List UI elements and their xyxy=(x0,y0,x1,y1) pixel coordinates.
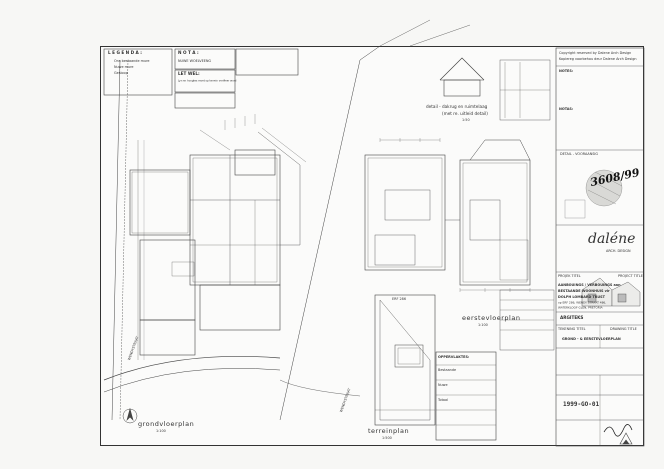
site-plan-scale: 1:500 xyxy=(382,436,392,440)
project-line: op ERF 286, WENDY STRAAT 486, xyxy=(558,301,607,305)
architects-label: ARGITEKS xyxy=(560,315,584,320)
copyright-line: Kopiereg voorbehou deur Dalene Arch Desi… xyxy=(559,57,637,61)
notes-title: N O T A : xyxy=(178,50,199,55)
project-line: DOLPH LOMBARD TRUST xyxy=(558,295,605,299)
detail-scale: 1:50 xyxy=(462,118,470,122)
legend-line: Ons bestaande mure xyxy=(114,59,150,63)
ground-plan-label: grondvloerplan xyxy=(138,420,195,428)
lift-note: Lyn en hoogtes moet op terrein verifieer… xyxy=(178,79,237,83)
legend-line: Nuwe mure xyxy=(114,65,134,69)
drawing-title: GROND - & EERSTEVLOERPLAN xyxy=(562,337,621,341)
areas-row: Nuwe xyxy=(438,383,448,387)
areas-row: Bestaande xyxy=(438,368,457,372)
project-line: AANBOUINGS / VERBOUINGS aan xyxy=(558,283,621,287)
drawing-title-left: TEKENING TITEL xyxy=(558,327,586,331)
ground-plan-scale: 1:100 xyxy=(156,429,166,433)
areas-row: Totaal xyxy=(438,398,448,402)
stamp-caption: DETAIL - VOORAANSIG xyxy=(560,152,599,156)
drawing-title-right: DRAWING TITLE xyxy=(610,327,637,331)
first-floor-scale: 1:100 xyxy=(478,323,488,327)
logo-brand: daléne xyxy=(588,231,636,247)
detail-subtitle: (met re. uitleid detail) xyxy=(442,111,488,116)
signature-mark xyxy=(603,424,633,437)
lift-title: LET WEL: xyxy=(178,71,200,76)
notas-heading: NOTAS: xyxy=(559,107,574,111)
project-header-left: PROJEK TITEL xyxy=(558,274,581,278)
erf-label: ERF 286 xyxy=(392,297,406,301)
drawing-number: 1999-GO-01 xyxy=(563,401,600,408)
first-floor-label: eerstevloerplan xyxy=(462,314,521,322)
project-header-right: PROJECT TITLE xyxy=(618,274,643,278)
copyright-line: Copyright reserved by Dalene Arch Design xyxy=(559,51,632,55)
logo-sub: ARCH. DESIGN xyxy=(606,249,631,253)
project-line: BESTAANDE WOONHUIS vir xyxy=(558,289,610,293)
drawing-sheet xyxy=(100,46,644,446)
detail-title: detail - dakrug en ruimtelaag xyxy=(426,104,488,109)
legend-title: L E G E N D A : xyxy=(108,50,142,55)
areas-title: OPPERVLAKTES: xyxy=(438,355,470,359)
notes-heading: NOTES: xyxy=(559,69,574,73)
project-line: WATERKLOOF GLEN, PRETORIA xyxy=(558,306,603,310)
legend-line: Gesloop xyxy=(114,71,128,75)
notes-line: NUWE WOELVEENG xyxy=(178,59,212,63)
site-plan-label: terreinplan xyxy=(368,427,410,435)
